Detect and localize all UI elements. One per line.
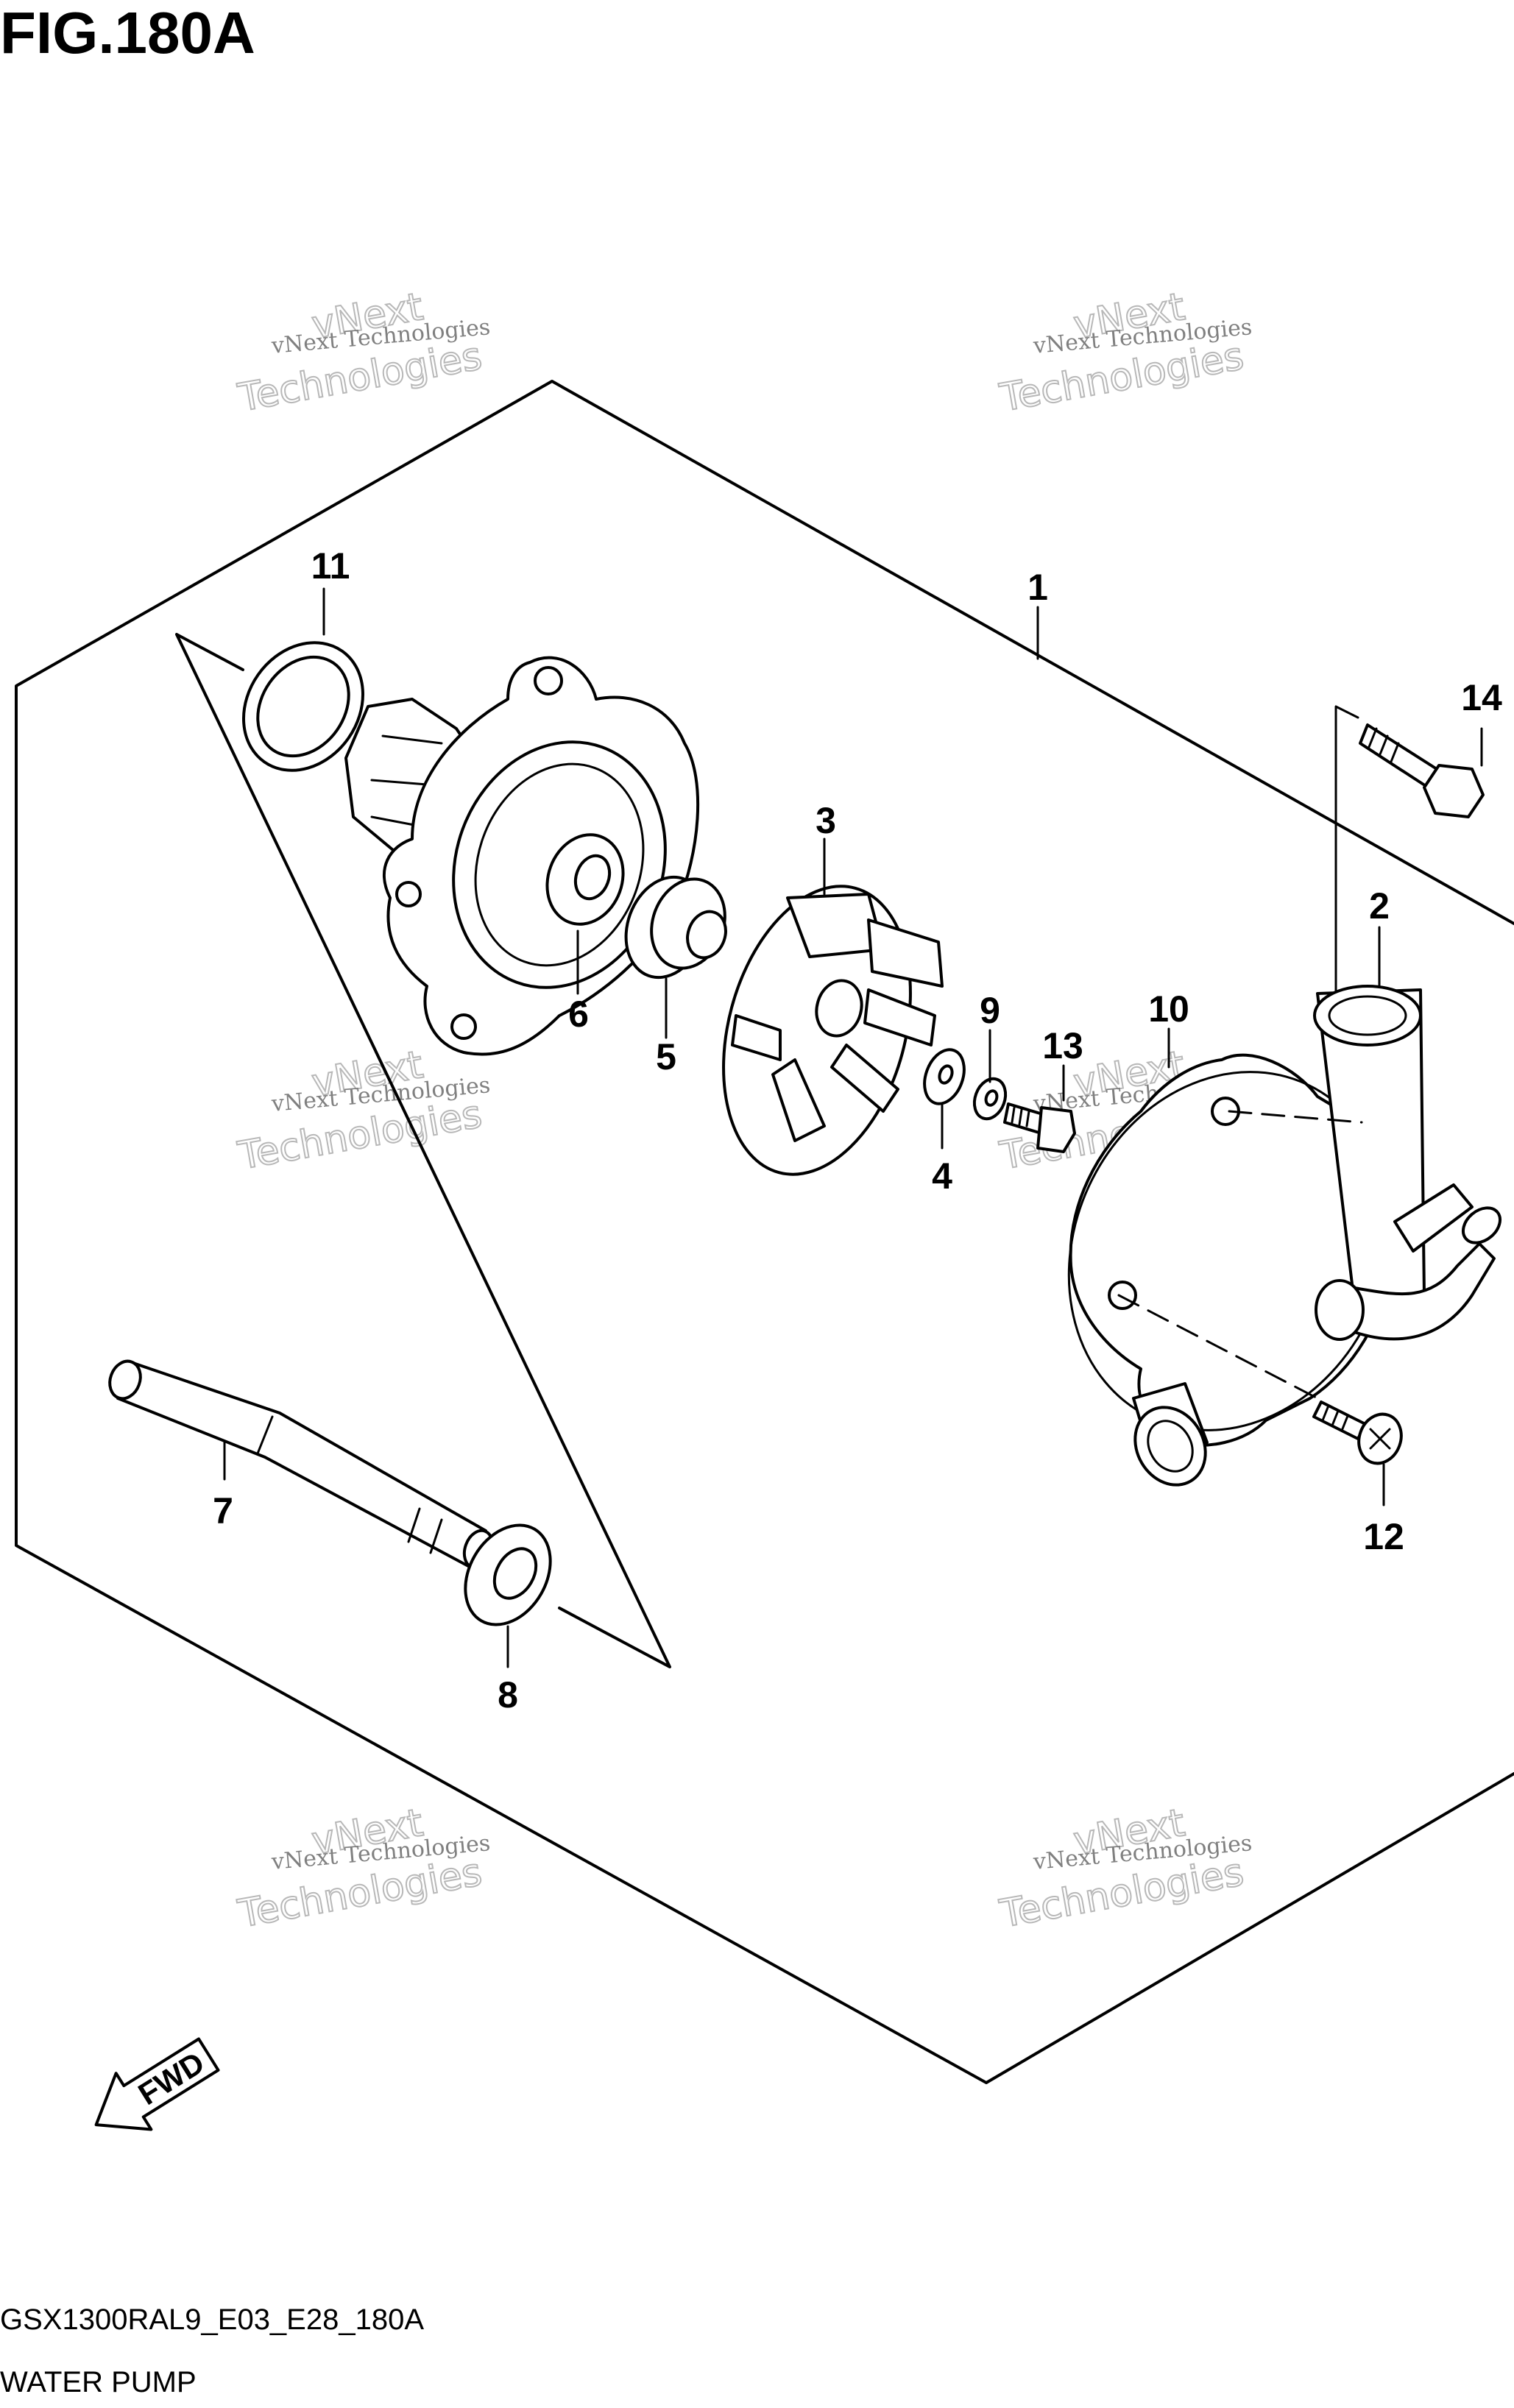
watermark-bottom-left: vNext vNext Technologies Technologies [234,1800,492,1937]
leader-lines [223,587,1483,1668]
part-3-impeller [722,885,944,1176]
callout-4: 4 [932,1155,952,1197]
part-8-thrust-washer [464,1523,552,1626]
callout-8: 8 [498,1674,518,1715]
callout-1: 1 [1027,567,1048,608]
watermark-top-left: vNext vNext Technologies Technologies [234,284,492,421]
callout-11: 11 [311,545,350,587]
fwd-direction-arrow: FWD [94,2037,220,2131]
callout-9: 9 [980,990,1000,1031]
part-1-pump-cover [1067,985,1502,1487]
callout-6: 6 [568,994,589,1035]
callout-14: 14 [1461,677,1502,718]
watermark-mid-left: vNext vNext Technologies Technologies [234,1042,492,1179]
alignment-lines [1117,1110,1363,1400]
watermark-top-right: vNext vNext Technologies Technologies [996,284,1253,421]
assembly-boundary [15,380,1514,2084]
part-13-bolt [1003,1102,1076,1153]
callout-7: 7 [213,1490,233,1531]
part-14-flange-bolt [1359,723,1485,818]
callout-10: 10 [1148,988,1189,1030]
part-6-pump-housing [344,656,700,1056]
callout-3: 3 [816,800,836,841]
footer-name: WATER PUMP [0,2366,197,2398]
part-7-pump-shaft [108,1359,495,1570]
part-6-mechanical-seal [545,833,625,926]
watermark-bottom-right: vNext vNext Technologies Technologies [996,1800,1253,1937]
sub-assembly-bracket [175,633,671,1668]
part-9-washer [972,1077,1008,1121]
part-5-oil-seal [624,875,727,980]
part-4-washer [923,1048,966,1105]
part-12-screw [1312,1400,1403,1465]
callout-5: 5 [656,1036,676,1077]
footer-code: GSX1300RAL9_E03_E28_180A [0,2303,424,2336]
part-11-o-ring [242,641,364,772]
callout-12: 12 [1363,1516,1404,1557]
callout-2: 2 [1369,885,1390,927]
callout-13: 13 [1042,1025,1083,1066]
figure-title: FIG.180A [0,0,255,65]
